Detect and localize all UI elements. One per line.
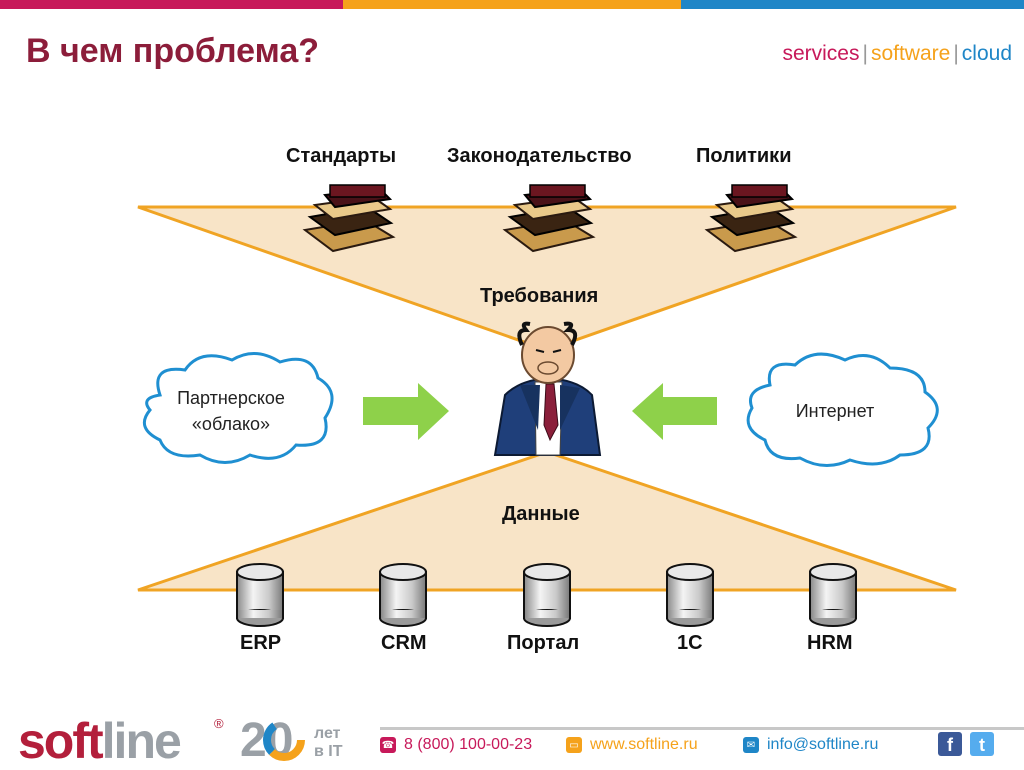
books-icon bbox=[302, 184, 396, 253]
cloud-right-text: Интернет bbox=[795, 401, 875, 421]
cloud-left-text: Партнерское «облако» bbox=[160, 385, 302, 437]
phone-number: 8 (800) 100-00-23 bbox=[404, 736, 533, 753]
database-icon bbox=[379, 563, 427, 627]
manager-icon bbox=[493, 321, 602, 456]
database-icon bbox=[523, 563, 571, 627]
top-color-bar bbox=[0, 0, 1024, 9]
database-icon bbox=[666, 563, 714, 627]
label-legislation: Законодательство bbox=[447, 145, 632, 167]
brand-separator: | bbox=[953, 42, 959, 65]
website-link: www.softline.ru bbox=[590, 736, 698, 753]
anniversary-badge: 20 лет в IT bbox=[240, 710, 360, 769]
cloud-left-line-2: «облако» bbox=[191, 414, 271, 434]
label-erp: ERP bbox=[240, 632, 282, 654]
brand-services: services bbox=[782, 42, 860, 65]
footer-divider bbox=[380, 727, 1024, 730]
anniversary-text-1: лет bbox=[314, 725, 341, 742]
slide-title: В чем проблема? bbox=[26, 32, 320, 70]
top-bar-magenta bbox=[0, 0, 343, 9]
label-hrm: HRM bbox=[807, 632, 853, 654]
arrow-left-icon bbox=[632, 383, 717, 440]
label-standards: Стандарты bbox=[286, 145, 397, 167]
arrow-right-icon bbox=[363, 383, 449, 440]
cloud-icon bbox=[142, 352, 334, 464]
registered-mark: ® bbox=[214, 716, 224, 731]
brand-cloud: cloud bbox=[961, 42, 1012, 65]
monitor-icon: ▭ bbox=[566, 737, 582, 753]
cloud-icon bbox=[746, 352, 939, 467]
database-icon bbox=[809, 563, 857, 627]
footer-phone[interactable]: ☎ 8 (800) 100-00-23 bbox=[380, 736, 532, 754]
books-icon bbox=[502, 184, 596, 253]
top-bar-blue bbox=[681, 0, 1024, 9]
logo-soft: soft bbox=[18, 713, 104, 769]
anniversary-text-2: в IT bbox=[314, 743, 343, 760]
database-icon bbox=[236, 563, 284, 627]
footer-email[interactable]: ✉ info@softline.ru bbox=[743, 736, 878, 754]
phone-icon: ☎ bbox=[380, 737, 396, 753]
label-1c: 1С bbox=[677, 632, 703, 654]
footer-website[interactable]: ▭ www.softline.ru bbox=[566, 736, 698, 754]
brand-software: software bbox=[870, 42, 951, 65]
label-requirements: Требования bbox=[480, 285, 599, 307]
facebook-icon[interactable]: f bbox=[938, 732, 962, 756]
softline-logo: softline bbox=[18, 712, 182, 770]
label-crm: CRM bbox=[381, 632, 427, 654]
label-policies: Политики bbox=[696, 145, 792, 167]
top-bar-orange bbox=[343, 0, 681, 9]
anniversary-graphic: 20 лет в IT bbox=[240, 714, 343, 767]
brand-separator: | bbox=[862, 42, 868, 65]
cloud-left-line-1: Партнерское bbox=[177, 388, 285, 408]
email-link: info@softline.ru bbox=[767, 736, 879, 753]
brand-tagline: services|software|cloud bbox=[782, 42, 1012, 66]
mail-icon: ✉ bbox=[743, 737, 759, 753]
logo-line: line bbox=[101, 713, 182, 769]
label-portal: Портал bbox=[507, 632, 580, 654]
label-data: Данные bbox=[502, 503, 580, 525]
twitter-icon[interactable]: t bbox=[970, 732, 994, 756]
books-icon bbox=[704, 184, 798, 253]
